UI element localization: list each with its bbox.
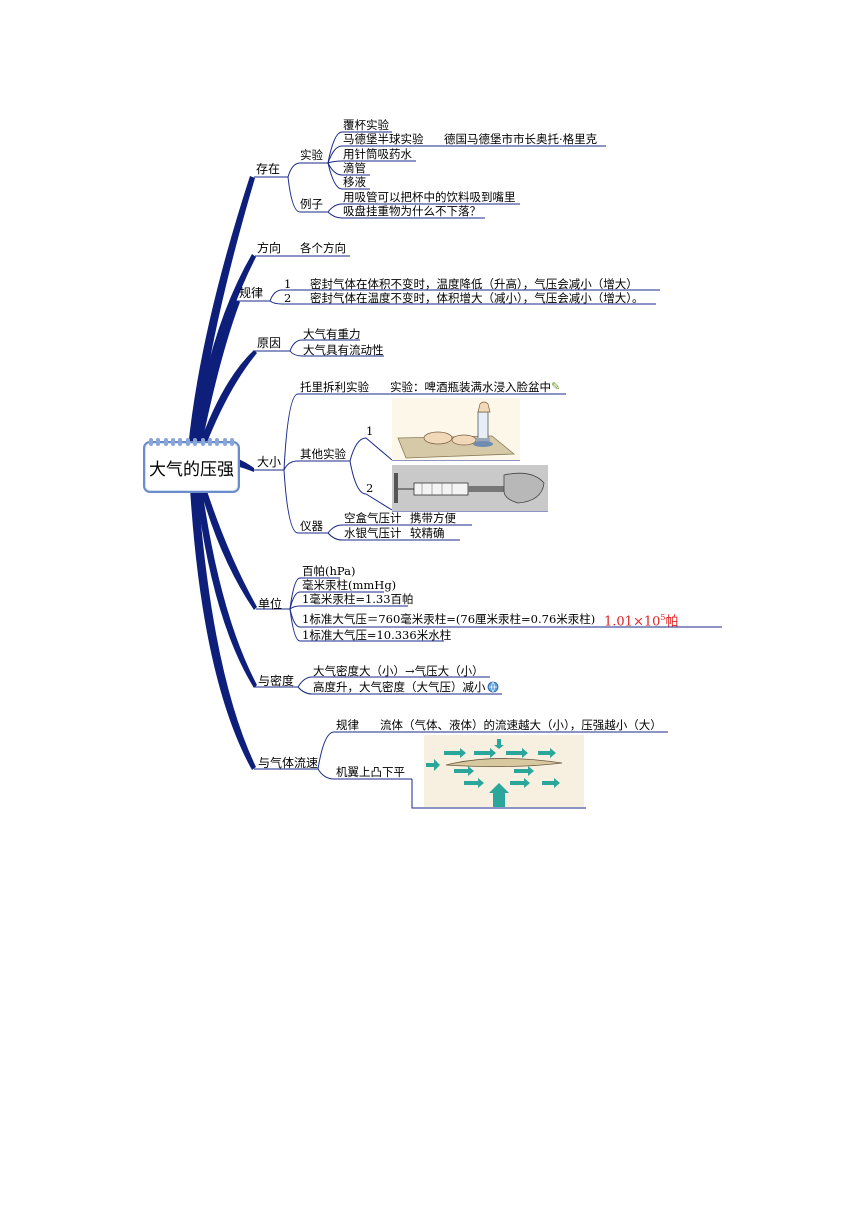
branch-to-guilv xyxy=(195,300,240,448)
guilv-num-1: 1 xyxy=(284,277,292,291)
yuanyin-item-2[interactable]: 大气具有流动性 xyxy=(303,343,384,357)
liusu-guilv-text[interactable]: 流体（气体、液体）的流速越大（小），压强越小（大） xyxy=(380,718,662,732)
experiment-image-2 xyxy=(392,465,548,511)
lizi-item-2[interactable]: 吸盘挂重物为什么不下落？ xyxy=(343,204,481,218)
branch-guilv-label[interactable]: 规律 xyxy=(239,286,264,300)
yiqi-item-2-note[interactable]: 较精确 xyxy=(410,526,445,540)
yuanyin-item-1[interactable]: 大气有重力 xyxy=(303,327,361,341)
branch-to-liusu xyxy=(190,488,256,770)
branch-to-midu xyxy=(196,488,257,688)
danwei-highlight-value[interactable]: 1.01×105帕 xyxy=(604,611,679,629)
highlight-unit: 帕 xyxy=(665,614,679,630)
branch-danwei-label[interactable]: 单位 xyxy=(258,597,283,611)
yiqi-label[interactable]: 仪器 xyxy=(300,519,323,533)
branch-to-fangxiang xyxy=(192,254,256,448)
shiyan-item-4[interactable]: 滴管 xyxy=(343,161,366,175)
danwei-item-1[interactable]: 百帕(hPa) xyxy=(302,564,356,578)
madebao-note[interactable]: 德国马德堡市市长奥托·格里克 xyxy=(444,132,598,146)
cunzai-lizi-label[interactable]: 例子 xyxy=(300,197,323,211)
branch-yuanyin-label[interactable]: 原因 xyxy=(257,336,282,350)
globe-link-icon[interactable] xyxy=(487,681,499,696)
branch-to-daxiao xyxy=(236,458,254,472)
branch-to-yuanyin xyxy=(198,350,257,450)
branch-to-danwei xyxy=(200,488,257,610)
lizi-item-1[interactable]: 用吸管可以把杯中的饮料吸到嘴里 xyxy=(343,190,516,204)
danwei-item-3[interactable]: 1毫米汞柱=1.33百帕 xyxy=(302,592,414,606)
qita-label[interactable]: 其他实验 xyxy=(300,447,346,461)
tuoli-label[interactable]: 托里拆利实验 xyxy=(300,380,369,394)
shiyan-item-2[interactable]: 马德堡半球实验 xyxy=(343,132,424,146)
experiment-image-1 xyxy=(392,398,520,460)
danwei-item-2[interactable]: 毫米汞柱(mmHg) xyxy=(302,578,397,592)
danwei-item-5[interactable]: 1标准大气压=10.336米水柱 xyxy=(302,628,452,642)
sub-connectors xyxy=(237,131,722,809)
yiqi-item-2-name[interactable]: 水银气压计 xyxy=(344,526,402,540)
highlight-main: 1.01×10 xyxy=(604,614,661,630)
branch-midu-label[interactable]: 与密度 xyxy=(258,674,295,688)
guilv-num-2: 2 xyxy=(284,291,292,305)
binder-rings xyxy=(149,438,234,446)
yiqi-item-1-note[interactable]: 携带方便 xyxy=(410,511,456,525)
main-branches xyxy=(188,176,257,770)
qita-num-2: 2 xyxy=(366,481,374,495)
cunzai-shiyan-label[interactable]: 实验 xyxy=(300,148,323,162)
branch-fangxiang-label[interactable]: 方向 xyxy=(257,241,282,255)
branch-liusu-label[interactable]: 与气体流速 xyxy=(258,756,319,770)
shiyan-item-1[interactable]: 覆杯实验 xyxy=(343,118,389,132)
shiyan-item-5[interactable]: 移液 xyxy=(343,175,366,189)
liusu-guilv-label[interactable]: 规律 xyxy=(336,718,359,732)
root-node[interactable]: 大气的压强 xyxy=(143,438,240,493)
midu-item-1[interactable]: 大气密度大（小）→气压大（小） xyxy=(313,664,484,678)
branch-daxiao-label[interactable]: 大小 xyxy=(257,455,282,469)
danwei-item-4[interactable]: 1标准大气压＝760毫米汞柱=(76厘米汞柱=0.76米汞柱) xyxy=(302,612,596,626)
shiyan-item-3[interactable]: 用针筒吸药水 xyxy=(343,147,412,161)
highlight-sup: 5 xyxy=(660,613,666,622)
yiqi-item-1-name[interactable]: 空盒气压计 xyxy=(344,511,402,525)
wing-airflow-image xyxy=(424,735,584,807)
fangxiang-value[interactable]: 各个方向 xyxy=(300,241,346,255)
branch-cunzai-label[interactable]: 存在 xyxy=(256,162,281,176)
guilv-item-1[interactable]: 密封气体在体积不变时，温度降低（升高），气压会减小（增大） xyxy=(310,277,638,291)
pencil-note-icon[interactable]: ✎ xyxy=(551,380,561,393)
liusu-jiyi-label[interactable]: 机翼上凸下平 xyxy=(336,765,405,779)
guilv-item-2[interactable]: 密封气体在温度不变时，体积增大（减小），气压会减小（增大）。 xyxy=(310,291,644,305)
midu-item-2[interactable]: 高度升，大气密度（大气压）减小 xyxy=(313,680,486,694)
root-label: 大气的压强 xyxy=(149,460,234,480)
tuoli-note[interactable]: 实验：啤酒瓶装满水浸入脸盆中 xyxy=(390,380,551,394)
qita-num-1: 1 xyxy=(366,424,374,438)
